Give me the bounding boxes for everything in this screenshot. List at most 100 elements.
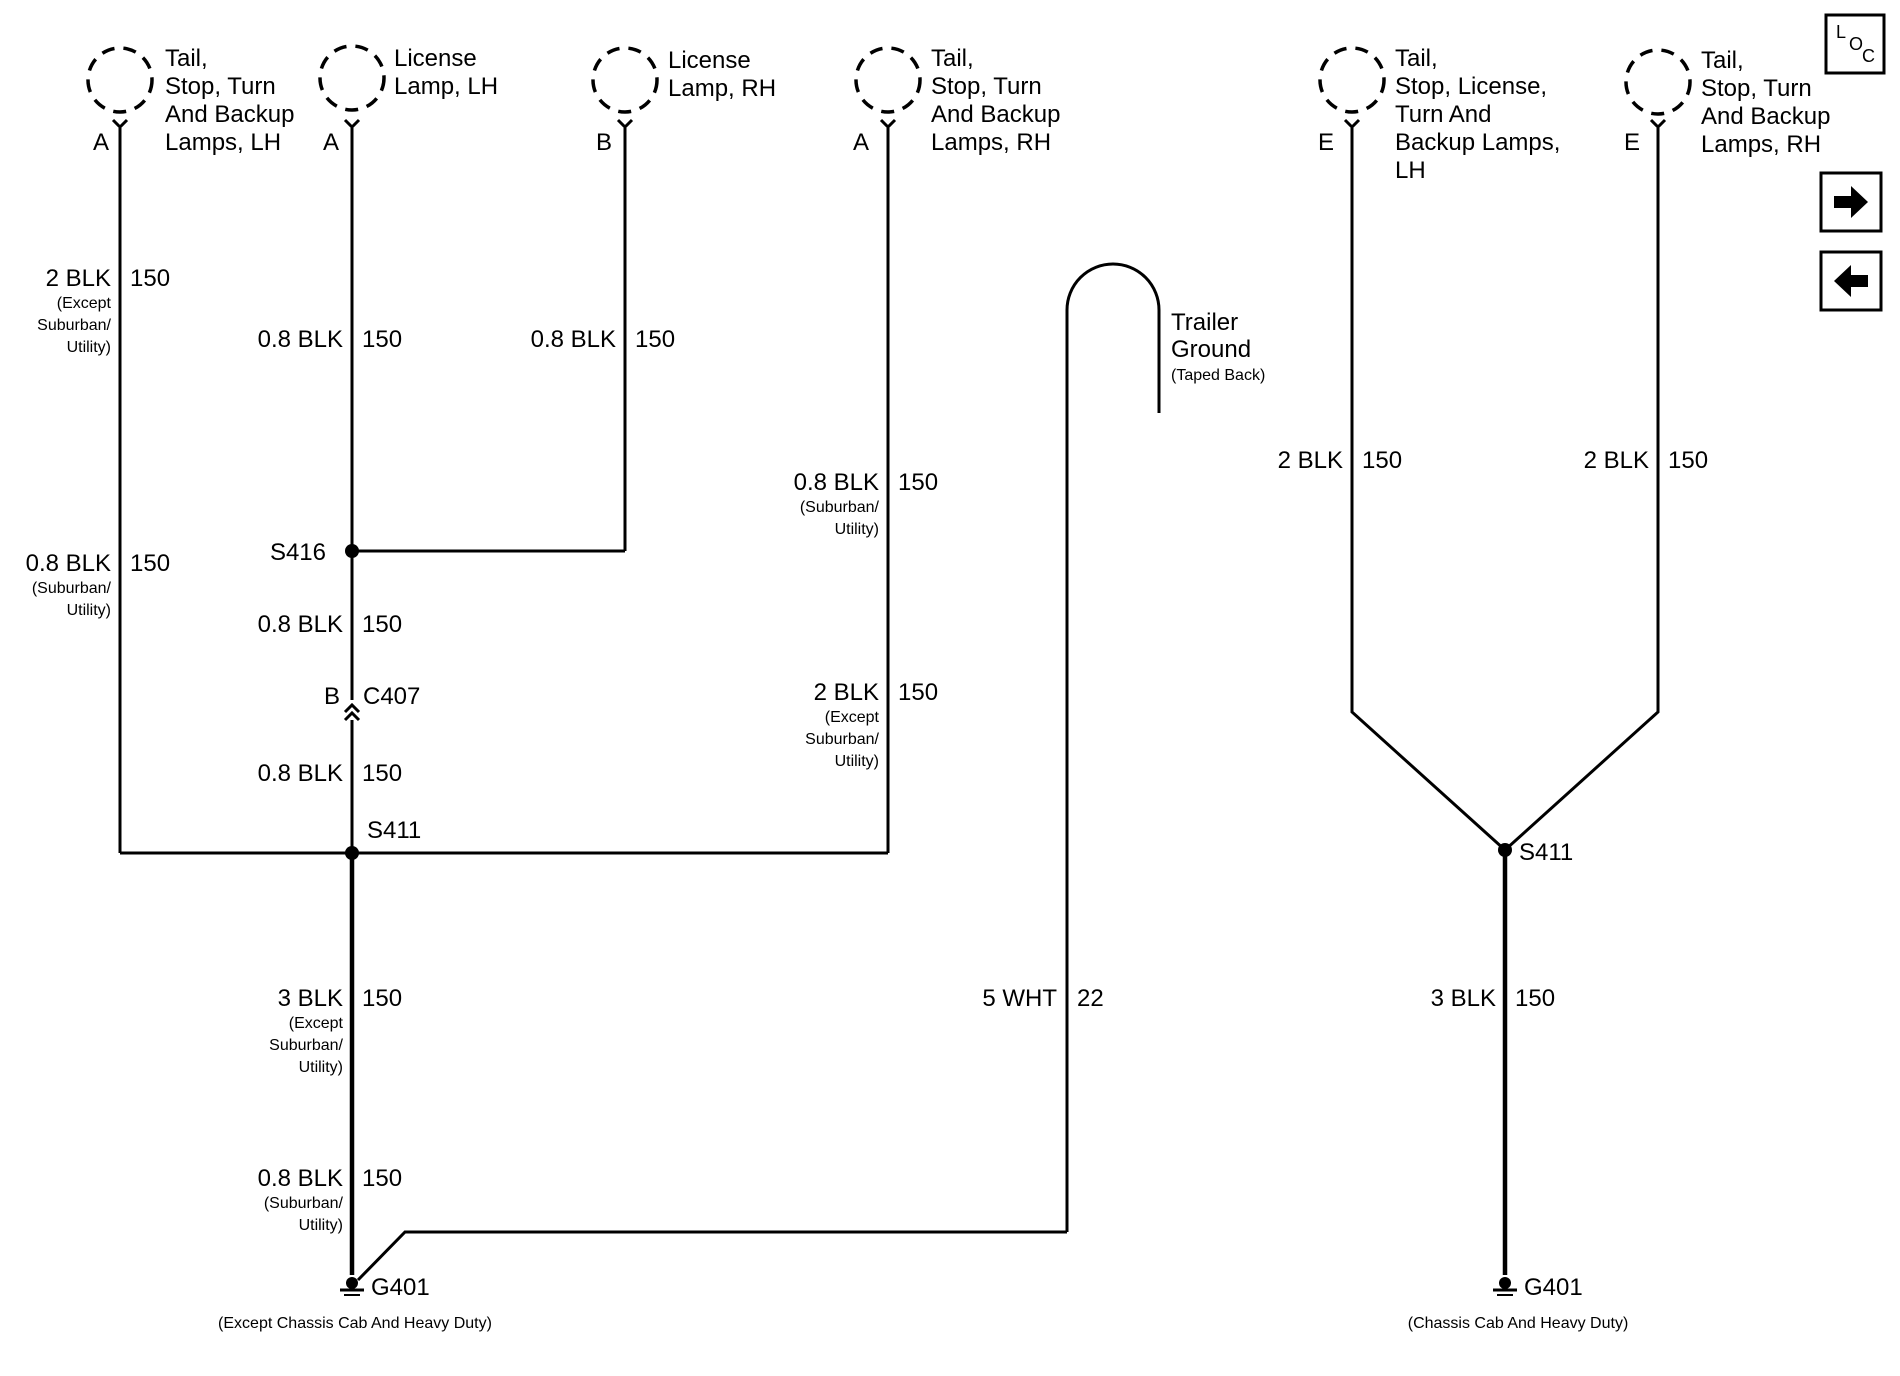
lamp-label-line: Turn And bbox=[1395, 101, 1492, 128]
wire-circuit: 22 bbox=[1077, 985, 1104, 1012]
splice-s411-left: S411 bbox=[345, 817, 421, 860]
wire-note: (Suburban/ bbox=[800, 499, 880, 516]
prev-page-button[interactable] bbox=[1819, 250, 1883, 312]
wire-gauge-color: 0.8 BLK bbox=[258, 1165, 343, 1192]
lamp-pin: B bbox=[596, 129, 612, 156]
lamp-pin: A bbox=[853, 129, 869, 156]
lamp-cc-tail-lh: E Tail, Stop, License, Turn And Backup L… bbox=[1318, 45, 1560, 184]
wire-circuit: 150 bbox=[362, 760, 402, 787]
wire-note: Utility) bbox=[67, 339, 111, 356]
wire-note: Utility) bbox=[299, 1059, 343, 1076]
wire-gauge-color: 0.8 BLK bbox=[258, 326, 343, 353]
lamp-terminal-icon bbox=[343, 118, 361, 130]
trailer-ground-note: (Taped Back) bbox=[1171, 367, 1265, 384]
lamp-symbol bbox=[1318, 46, 1386, 114]
wire-circuit: 150 bbox=[362, 326, 402, 353]
wire-label-w1: 2 BLK 150 (Except Suburban/ Utility) bbox=[37, 265, 170, 356]
lamp-label-line: License bbox=[668, 47, 751, 74]
ground-g401-right: G401 (Chassis Cab And Heavy Duty) bbox=[1408, 1274, 1629, 1332]
lamp-label-line: Lamp, LH bbox=[394, 73, 498, 100]
loc-letter: L bbox=[1836, 22, 1846, 42]
lamp-label-line: Backup Lamps, bbox=[1395, 129, 1560, 156]
splice-s411-right: S411 bbox=[1498, 839, 1573, 866]
wire-note: Utility) bbox=[835, 521, 879, 538]
wire-cc-tail-lh bbox=[1350, 128, 1507, 852]
lamp-label-line: LH bbox=[1395, 157, 1426, 184]
loc-button[interactable]: L O C bbox=[1824, 13, 1886, 75]
connector-c407-icon bbox=[343, 702, 361, 714]
lamp-pin: E bbox=[1318, 129, 1334, 156]
wire-note: Suburban/ bbox=[805, 731, 879, 748]
wire-label-w3: 0.8 BLK 150 bbox=[258, 326, 402, 353]
wire-circuit: 150 bbox=[130, 265, 170, 292]
wire-circuit: 150 bbox=[1515, 985, 1555, 1012]
wire-label-w9: 3 BLK 150 (Except Suburban/ Utility) bbox=[269, 985, 402, 1076]
wire-gauge-color: 0.8 BLK bbox=[26, 550, 111, 577]
lamp-tail-lh: A Tail, Stop, Turn And Backup Lamps, LH bbox=[86, 45, 294, 156]
wire-note: Utility) bbox=[299, 1217, 343, 1234]
lamp-terminal-icon bbox=[616, 118, 634, 130]
next-page-button[interactable] bbox=[1819, 171, 1883, 233]
wire-label-w8: 2 BLK 150 (Except Suburban/ Utility) bbox=[805, 679, 938, 770]
lamp-label-line: Stop, Turn bbox=[931, 73, 1042, 100]
lamp-license-lh: A License Lamp, LH bbox=[318, 44, 498, 156]
splice-dot-icon bbox=[345, 846, 359, 860]
wire-gauge-color: 2 BLK bbox=[1278, 447, 1343, 474]
wire-note: Utility) bbox=[67, 602, 111, 619]
wire-gauge-color: 0.8 BLK bbox=[794, 469, 879, 496]
wire-cc-tail-rh bbox=[1503, 128, 1660, 852]
wire-note: (Suburban/ bbox=[32, 580, 112, 597]
loc-letter: O bbox=[1849, 34, 1863, 54]
wire-gauge-color: 2 BLK bbox=[46, 265, 111, 292]
wire-label-w11: 5 WHT 22 bbox=[982, 985, 1103, 1012]
splice-label: S416 bbox=[270, 539, 326, 566]
ground-name: G401 bbox=[1524, 1274, 1583, 1301]
splice-dot-icon bbox=[1498, 843, 1512, 857]
wire-note: Suburban/ bbox=[269, 1037, 343, 1054]
wire-circuit: 150 bbox=[1362, 447, 1402, 474]
wire-gauge-color: 3 BLK bbox=[1431, 985, 1496, 1012]
wire-gauge-color: 2 BLK bbox=[1584, 447, 1649, 474]
ground-note: (Except Chassis Cab And Heavy Duty) bbox=[218, 1315, 492, 1332]
wire-note: (Suburban/ bbox=[264, 1195, 344, 1212]
lamp-terminal-icon bbox=[879, 118, 897, 130]
lamp-label-line: Lamps, RH bbox=[1701, 131, 1821, 158]
loc-letter: C bbox=[1862, 46, 1875, 66]
lamp-symbol bbox=[854, 46, 922, 114]
lamp-label-line: Tail, bbox=[1701, 47, 1744, 74]
connector-pin: B bbox=[324, 683, 340, 710]
trailer-ground-line: Ground bbox=[1171, 336, 1251, 363]
lamp-label-line: Stop, Turn bbox=[165, 73, 276, 100]
lamp-label-line: And Backup bbox=[1701, 103, 1830, 130]
wire-paths-left bbox=[118, 128, 1161, 1282]
wire-gauge-color: 3 BLK bbox=[278, 985, 343, 1012]
wire-label-w6: 0.8 BLK 150 bbox=[258, 760, 402, 787]
lamp-label-line: And Backup bbox=[165, 101, 294, 128]
wire-gauge-color: 0.8 BLK bbox=[258, 611, 343, 638]
wire-label-w4: 0.8 BLK 150 bbox=[531, 326, 675, 353]
wire-label-w13: 2 BLK 150 bbox=[1584, 447, 1708, 474]
splice-label: S411 bbox=[367, 817, 421, 844]
wire-circuit: 150 bbox=[130, 550, 170, 577]
wire-note: Suburban/ bbox=[37, 317, 111, 334]
wire-trailer-to-g401 bbox=[356, 1230, 1067, 1282]
wire-note: (Except bbox=[57, 295, 112, 312]
wire-circuit: 150 bbox=[898, 679, 938, 706]
wire-label-w10: 0.8 BLK 150 (Suburban/ Utility) bbox=[258, 1165, 402, 1234]
splice-label: S411 bbox=[1519, 839, 1573, 866]
wire-gauge-color: 5 WHT bbox=[982, 985, 1057, 1012]
wire-trailer-ground bbox=[1065, 262, 1161, 1232]
wire-label-w14: 3 BLK 150 bbox=[1431, 985, 1555, 1012]
arrow-right-icon bbox=[1834, 186, 1868, 218]
lamp-label-line: Tail, bbox=[931, 45, 974, 72]
wire-circuit: 150 bbox=[635, 326, 675, 353]
wire-note: Utility) bbox=[835, 753, 879, 770]
arrow-left-icon bbox=[1834, 265, 1868, 297]
lamp-label-line: License bbox=[394, 45, 477, 72]
trailer-ground-label: Trailer Ground (Taped Back) bbox=[1171, 309, 1265, 384]
lamp-label-line: Tail, bbox=[165, 45, 208, 72]
lamp-label-line: Stop, Turn bbox=[1701, 75, 1812, 102]
wire-circuit: 150 bbox=[362, 985, 402, 1012]
